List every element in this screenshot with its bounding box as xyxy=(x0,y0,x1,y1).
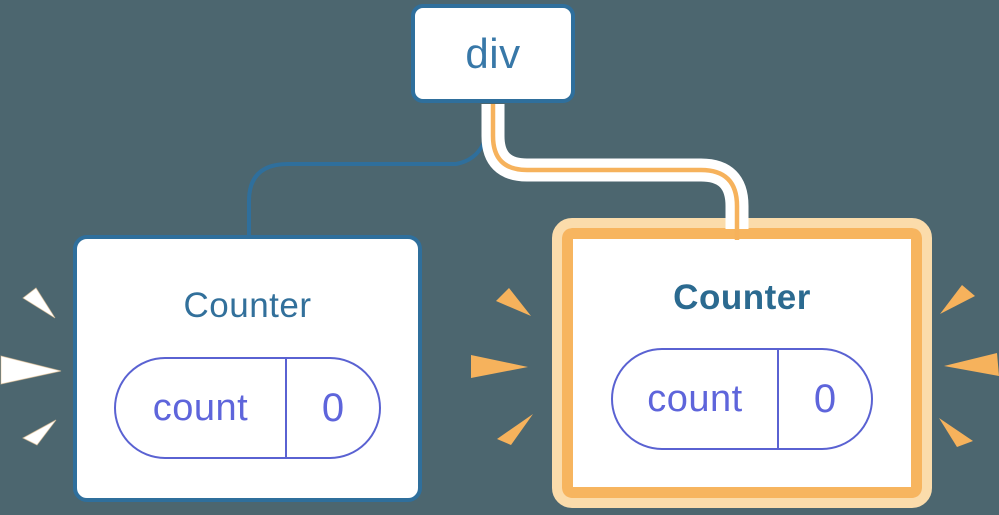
counter-card-right-highlighted: Counter count 0 xyxy=(552,218,932,508)
node-label: div xyxy=(465,29,521,77)
burst-ray-icon xyxy=(944,353,999,376)
edge-casing xyxy=(481,104,749,229)
burst-ray-icon xyxy=(496,288,531,316)
burst-ray-icon xyxy=(471,355,528,378)
burst-ray-icon xyxy=(22,287,56,319)
component-title: Counter xyxy=(183,286,312,325)
state-value: 0 xyxy=(813,376,837,421)
tree-node-div: div xyxy=(411,4,575,103)
edge-to-left-child xyxy=(247,104,492,236)
burst-ray-icon xyxy=(21,419,57,446)
burst-ray-icon xyxy=(939,418,973,447)
state-key-cell: count xyxy=(613,350,779,448)
burst-group-right-card-right xyxy=(939,285,999,447)
state-value: 0 xyxy=(321,385,345,430)
component-title: Counter xyxy=(673,278,811,317)
state-pill: count 0 xyxy=(114,357,381,459)
counter-card-left: Counter count 0 xyxy=(73,235,422,502)
state-pill: count 0 xyxy=(611,348,873,450)
state-value-cell: 0 xyxy=(779,350,871,448)
burst-ray-icon xyxy=(0,355,62,385)
state-value-cell: 0 xyxy=(287,359,379,457)
burst-group-left-card xyxy=(0,287,62,446)
burst-group-right-card-left xyxy=(471,288,533,445)
burst-ray-icon xyxy=(940,285,975,314)
counter-card-right-inner-border: Counter count 0 xyxy=(562,228,922,498)
burst-ray-icon xyxy=(497,414,533,445)
state-key: count xyxy=(152,386,249,429)
state-key-cell: count xyxy=(116,359,287,457)
state-key: count xyxy=(647,377,743,420)
